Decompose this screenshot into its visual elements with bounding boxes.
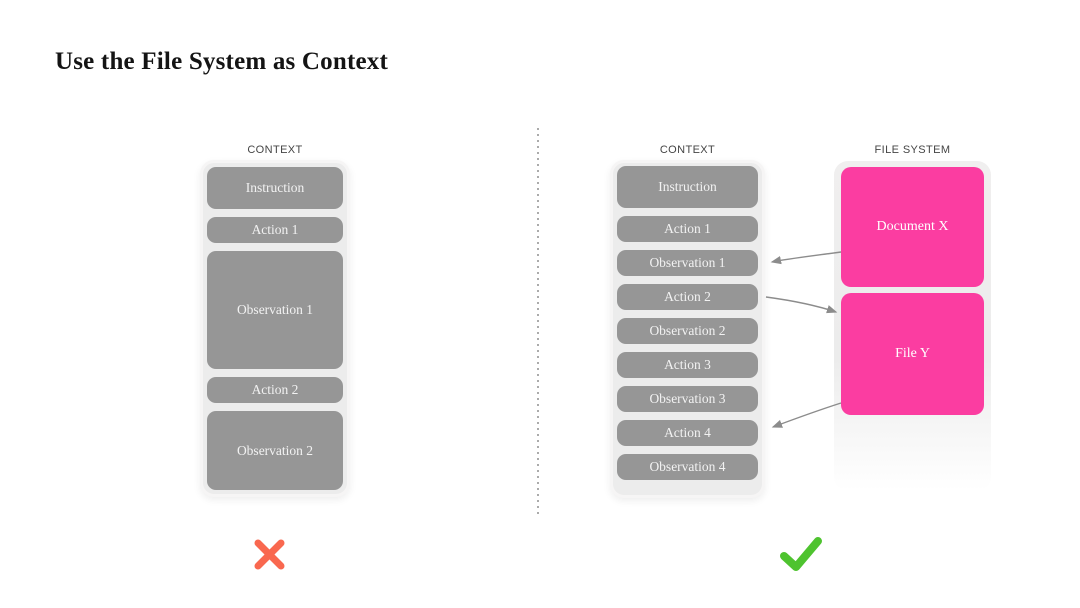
context-box-action-1: Action 1 <box>207 217 343 243</box>
context-box-observation-1: Observation 1 <box>617 250 758 276</box>
vertical-divider <box>537 128 539 518</box>
left-context-container: Instruction Action 1 Observation 1 Actio… <box>200 160 350 497</box>
cross-icon <box>254 539 285 570</box>
context-box-observation-3: Observation 3 <box>617 386 758 412</box>
file-box-document-x: Document X <box>841 167 984 287</box>
context-box-observation-2: Observation 2 <box>617 318 758 344</box>
context-box-instruction: Instruction <box>207 167 343 209</box>
arrow-document-x-to-observation-1 <box>770 251 842 265</box>
right-context-label: CONTEXT <box>659 144 716 156</box>
context-box-action-1: Action 1 <box>617 216 758 242</box>
context-box-observation-1: Observation 1 <box>207 251 343 369</box>
right-context-container: Instruction Action 1 Observation 1 Actio… <box>610 160 765 498</box>
arrow-file-y-to-action-4 <box>771 402 842 428</box>
context-box-observation-2: Observation 2 <box>207 411 343 490</box>
page-title: Use the File System as Context <box>55 48 389 75</box>
file-system-label: FILE SYSTEM <box>874 144 951 156</box>
context-box-action-2: Action 2 <box>207 377 343 403</box>
context-box-action-4: Action 4 <box>617 420 758 446</box>
context-box-action-2: Action 2 <box>617 284 758 310</box>
arrow-action-2-to-file-y <box>765 296 838 314</box>
file-box-file-y: File Y <box>841 293 984 415</box>
left-context-label: CONTEXT <box>247 144 303 156</box>
context-box-instruction: Instruction <box>617 166 758 208</box>
context-box-action-3: Action 3 <box>617 352 758 378</box>
context-box-observation-4: Observation 4 <box>617 454 758 480</box>
check-icon <box>780 537 822 571</box>
